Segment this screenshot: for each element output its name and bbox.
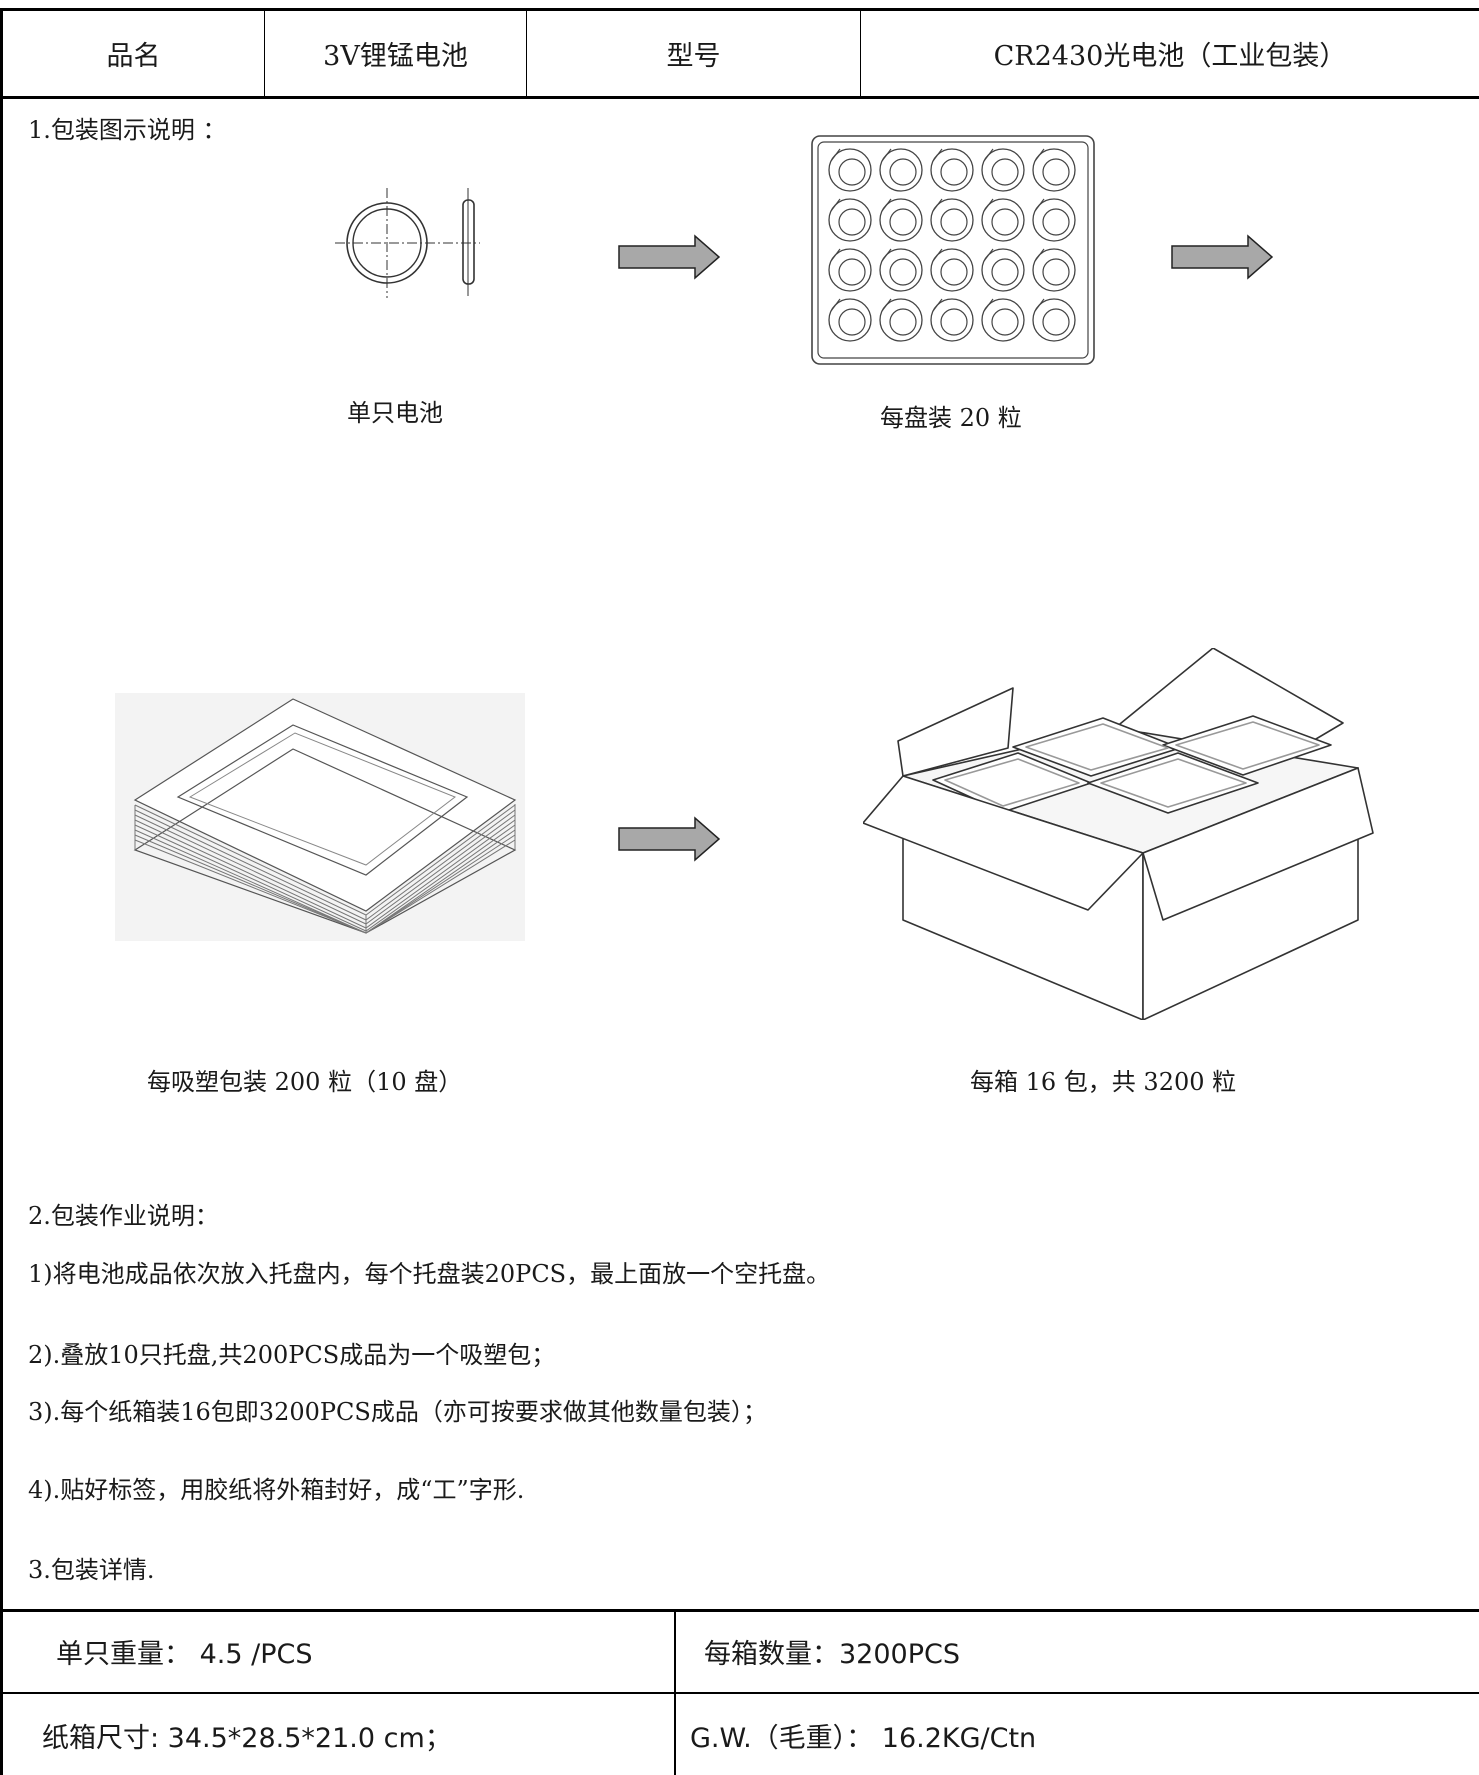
tray-pocket (879, 198, 923, 242)
tray-pocket (930, 248, 974, 292)
tray-pocket (930, 298, 974, 342)
unit-weight-cell: 单只重量： 4.5 /PCS (56, 1639, 313, 1670)
tray-pocket (930, 198, 974, 242)
carton-caption: 每箱 16 包，共 3200 粒 (970, 1068, 1237, 1096)
single-battery-figure (335, 188, 480, 298)
section3-title: 3.包装详情. (28, 1556, 155, 1584)
tray-pocket (828, 248, 872, 292)
tray-pocket (1032, 148, 1076, 192)
step-1: 1)将电池成品依次放入托盘内，每个托盘装20PCS，最上面放一个空托盘。 (28, 1260, 831, 1288)
single-battery-caption: 单只电池 (347, 399, 443, 427)
tray-pocket (879, 298, 923, 342)
product-name-label-cell: 品名 (3, 11, 265, 96)
tray-pocket (1032, 248, 1076, 292)
document-frame (0, 8, 1479, 1775)
step-4: 4).贴好标签，用胶纸将外箱封好，成“工”字形. (28, 1476, 525, 1504)
arrow-1-icon (618, 234, 721, 280)
tray-pocket (981, 298, 1025, 342)
tray-pocket (981, 148, 1025, 192)
tray-pocket (981, 248, 1025, 292)
tray-pocket (828, 198, 872, 242)
details-table-top (0, 1609, 1479, 1612)
product-name-value: 3V锂锰电池 (323, 41, 468, 72)
product-name-label: 品名 (106, 41, 161, 72)
section1-title: 1.包装图示说明 ： (28, 116, 227, 144)
tray-pocket (1032, 198, 1076, 242)
tray-pocket (828, 298, 872, 342)
qty-per-carton-cell: 每箱数量：3200PCS (704, 1639, 960, 1670)
product-name-value-cell: 3V锂锰电池 (265, 11, 527, 96)
carton-figure (863, 648, 1374, 1020)
step-3: 3).每个纸箱装16包即3200PCS成品（亦可按要求做其他数量包装）； (28, 1398, 767, 1426)
tray-caption: 每盘装 20 粒 (880, 404, 1022, 432)
section2-title: 2.包装作业说明： (28, 1202, 219, 1230)
tray-pockets (828, 148, 1076, 342)
blister-pack-figure (115, 693, 525, 941)
tray-pocket (930, 148, 974, 192)
details-table-row-divider (0, 1692, 1479, 1694)
model-label: 型号 (666, 41, 721, 72)
header-divider (0, 96, 1479, 99)
tray-pocket (1032, 298, 1076, 342)
tray-pocket (879, 248, 923, 292)
model-label-cell: 型号 (527, 11, 861, 96)
blister-caption: 每吸塑包装 200 粒（10 盘） (147, 1068, 463, 1096)
carton-size-cell: 纸箱尺寸: 34.5*28.5*21.0 cm； (42, 1723, 452, 1754)
arrow-2-icon (1171, 234, 1274, 280)
model-value-cell: CR2430光电池（工业包装） (861, 11, 1479, 96)
gross-weight-cell: G.W.（毛重）： 16.2KG/Ctn (690, 1723, 1037, 1754)
model-value: CR2430光电池（工业包装） (993, 41, 1347, 72)
tray-pocket (828, 148, 872, 192)
tray-pocket (879, 148, 923, 192)
step-2: 2).叠放10只托盘,共200PCS成品为一个吸塑包； (28, 1341, 556, 1369)
tray-figure (811, 135, 1095, 365)
arrow-3-icon (618, 816, 721, 862)
tray-pocket (981, 198, 1025, 242)
